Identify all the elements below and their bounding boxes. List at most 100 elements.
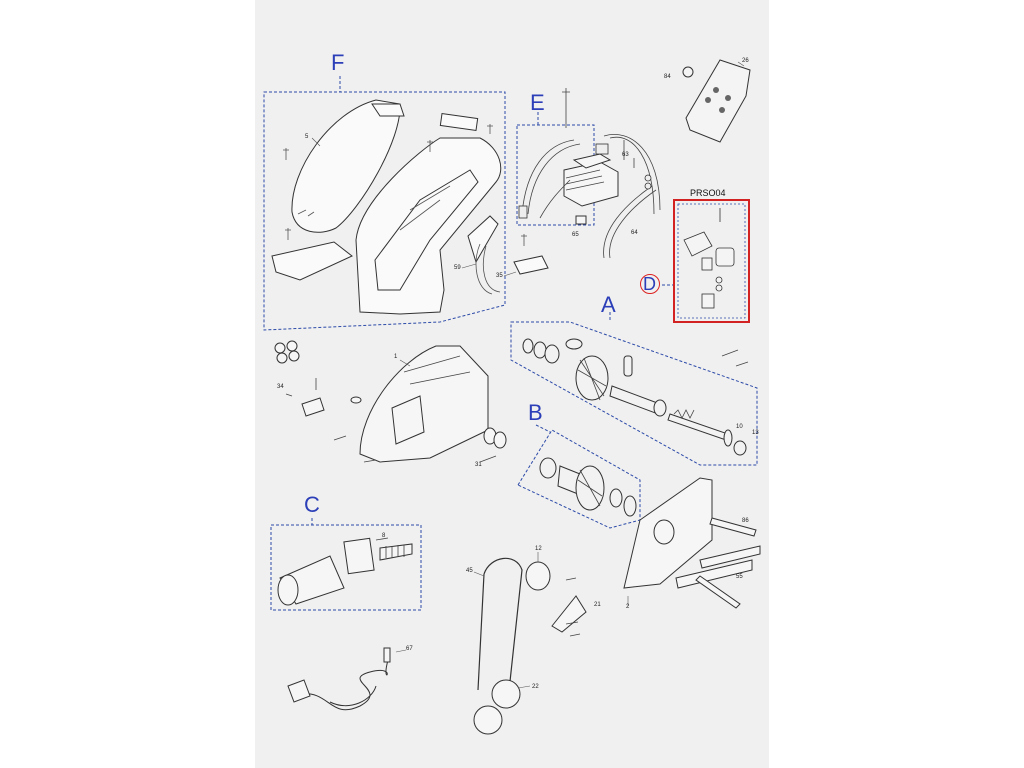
- leader-59: [461, 263, 477, 269]
- spring-a: [673, 409, 695, 419]
- screw-31: [479, 455, 497, 463]
- motor-screw: [375, 537, 389, 541]
- group-b-box: [517, 429, 641, 529]
- part-number: 31: [475, 462, 482, 468]
- gear-housing-part-1: [359, 345, 489, 463]
- part-number: 67: [406, 646, 413, 652]
- grommet-4: [288, 350, 300, 362]
- gear-a-teeth: [577, 357, 607, 401]
- leader-5: [311, 137, 321, 147]
- terminal-block-35: [513, 255, 549, 275]
- grommet-1: [274, 342, 286, 354]
- kit-d-inner-box: [677, 203, 746, 319]
- gear-b-teeth: [577, 469, 603, 507]
- washer-a-13: [733, 440, 747, 456]
- remote-button-3: [719, 107, 725, 113]
- screw-e1: [562, 88, 570, 128]
- kit-d-box: [673, 199, 750, 323]
- bushing-a: [623, 355, 633, 377]
- bearing-b1: [609, 488, 623, 508]
- power-cable-67: [299, 659, 389, 711]
- terminal-34: [301, 397, 325, 417]
- long-shaft-a: [667, 413, 729, 441]
- part-number: 21: [594, 602, 601, 608]
- part-number: 13: [752, 430, 759, 436]
- motor-flange: [343, 537, 375, 575]
- screw-bracket-21a: [565, 621, 579, 625]
- kit-washer-2: [715, 284, 723, 292]
- small-cover-plate: [439, 112, 479, 132]
- ring-a2: [533, 341, 547, 359]
- kit-label: PRSO04: [690, 188, 726, 198]
- bracket-55: [675, 559, 753, 589]
- screw-f5: [285, 228, 291, 240]
- part-number: 65: [572, 232, 579, 238]
- remote-control-26: [685, 59, 751, 143]
- limit-switch-cap: [715, 247, 735, 267]
- bearing-b2: [623, 495, 637, 517]
- ring-a3: [544, 344, 560, 364]
- grommet-3: [276, 352, 288, 364]
- bolt-head-housing: [350, 396, 362, 404]
- chain-45: [477, 557, 523, 701]
- motor-end-cap: [277, 574, 299, 606]
- screw-f3: [487, 124, 493, 134]
- disc-12: [525, 561, 551, 591]
- nut-b: [539, 457, 557, 479]
- fuse-holder: [575, 215, 587, 225]
- power-plug: [287, 679, 311, 703]
- cable-connector-59: [467, 215, 499, 264]
- rod-86: [709, 517, 757, 537]
- cable-end-connector: [383, 647, 391, 663]
- part-number: 86: [742, 518, 749, 524]
- remote-button-4: [725, 95, 731, 101]
- ring-a1: [522, 338, 534, 354]
- group-label-d: D: [643, 274, 656, 294]
- part-number: 64: [631, 230, 638, 236]
- group-a-box: [510, 321, 758, 466]
- wire-harness-left: [521, 139, 581, 215]
- remote-button-1: [705, 97, 711, 103]
- part-number: 84: [664, 74, 671, 80]
- group-label-c: C: [304, 492, 320, 517]
- side-plate-hole: [653, 519, 675, 545]
- screw-bracket-21b: [569, 633, 581, 637]
- transformer: [563, 161, 619, 207]
- nut-a-10: [723, 429, 733, 447]
- grommet-2: [286, 340, 298, 352]
- group-d-highlight-circle: [640, 274, 660, 294]
- part-number: 12: [535, 546, 542, 552]
- part-number: 26: [742, 58, 749, 64]
- housing-1-inner: [403, 355, 471, 385]
- part-number: 2: [626, 604, 630, 610]
- part-number: 63: [622, 152, 629, 158]
- connector-e2: [595, 143, 609, 155]
- worm-thread: [385, 545, 405, 558]
- part-number: 8: [382, 533, 386, 539]
- leader-22: [517, 685, 531, 689]
- part-number: 35: [496, 273, 503, 279]
- transformer-lamination: [565, 169, 605, 191]
- limit-switch-spring: [701, 257, 713, 271]
- part-number: 22: [532, 684, 539, 690]
- limit-switch-body: [683, 231, 713, 257]
- housing-1-window: [391, 395, 425, 445]
- screw-f1: [283, 148, 289, 160]
- leader-45: [473, 571, 485, 577]
- leader-67: [395, 649, 407, 653]
- group-label-f: F: [331, 50, 345, 75]
- screw-f4: [521, 234, 527, 246]
- leader-35: [503, 271, 517, 277]
- cover-handle: [371, 103, 405, 117]
- connector-e1: [518, 205, 528, 219]
- leader-1: [399, 359, 411, 367]
- group-b-leader: [535, 424, 551, 433]
- group-c-box: [270, 524, 422, 611]
- housing-rib: [399, 185, 451, 231]
- group-f-box: [263, 91, 506, 331]
- remote-button-2: [713, 87, 719, 93]
- screw-a2: [735, 361, 749, 367]
- wire-harness-center: [539, 179, 571, 219]
- screw-h4: [285, 393, 293, 397]
- part-number: 55: [736, 574, 743, 580]
